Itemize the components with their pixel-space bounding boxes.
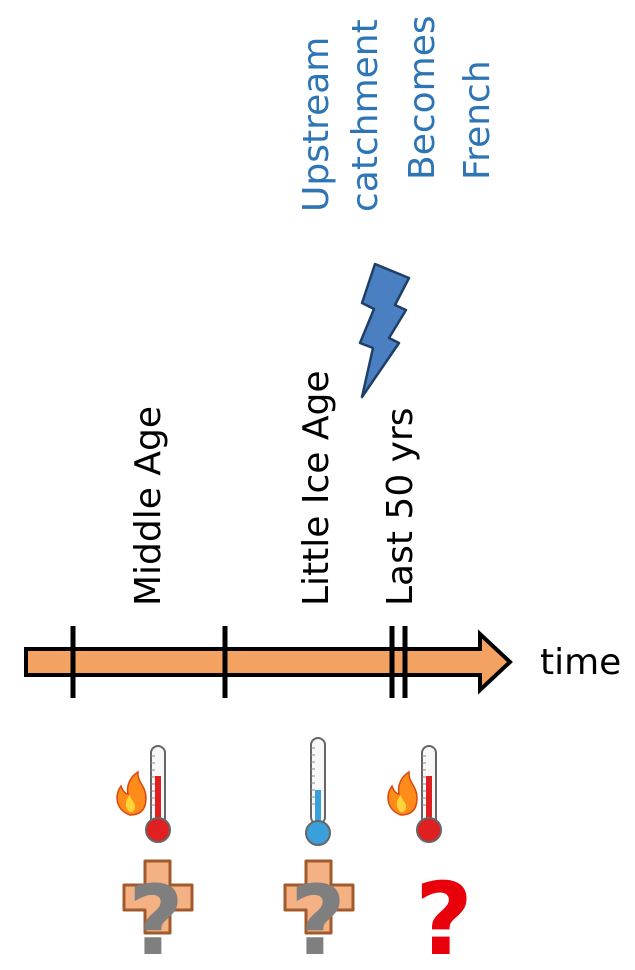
warm-thermometer-icon [387, 745, 442, 843]
flame-icon [116, 770, 147, 816]
uncertainty-marker-middle-age: ? [122, 859, 194, 970]
plus-icon [122, 859, 194, 935]
event-line-1: Upstream [296, 37, 337, 212]
question-mark: ? [415, 861, 473, 970]
event-line-3: Becomes [402, 15, 443, 180]
cold-thermometer-icon [305, 737, 331, 846]
event-line-2: catchment [345, 19, 386, 212]
event-line-4: French [457, 60, 498, 180]
event-label: Upstream catchment Becomes French [296, 15, 498, 212]
plus-icon [283, 859, 355, 935]
warm-thermometer-icon [116, 745, 171, 843]
question-mark: ? [290, 865, 346, 970]
uncertainty-marker-last-50-yrs: ? [415, 861, 473, 970]
lightning-bolt-icon [358, 262, 411, 399]
period-label-last-50-yrs: Last 50 yrs [380, 407, 421, 606]
timeline-arrow [24, 629, 513, 695]
timeline-ticks [70, 626, 408, 698]
question-mark: ? [128, 865, 184, 970]
period-label-little-ice-age: Little Ice Age [296, 370, 337, 606]
uncertainty-marker-little-ice-age: ? [283, 859, 355, 970]
axis-label-time: time [540, 642, 621, 683]
period-label-middle-age: Middle Age [128, 406, 169, 606]
flame-icon [387, 770, 418, 816]
